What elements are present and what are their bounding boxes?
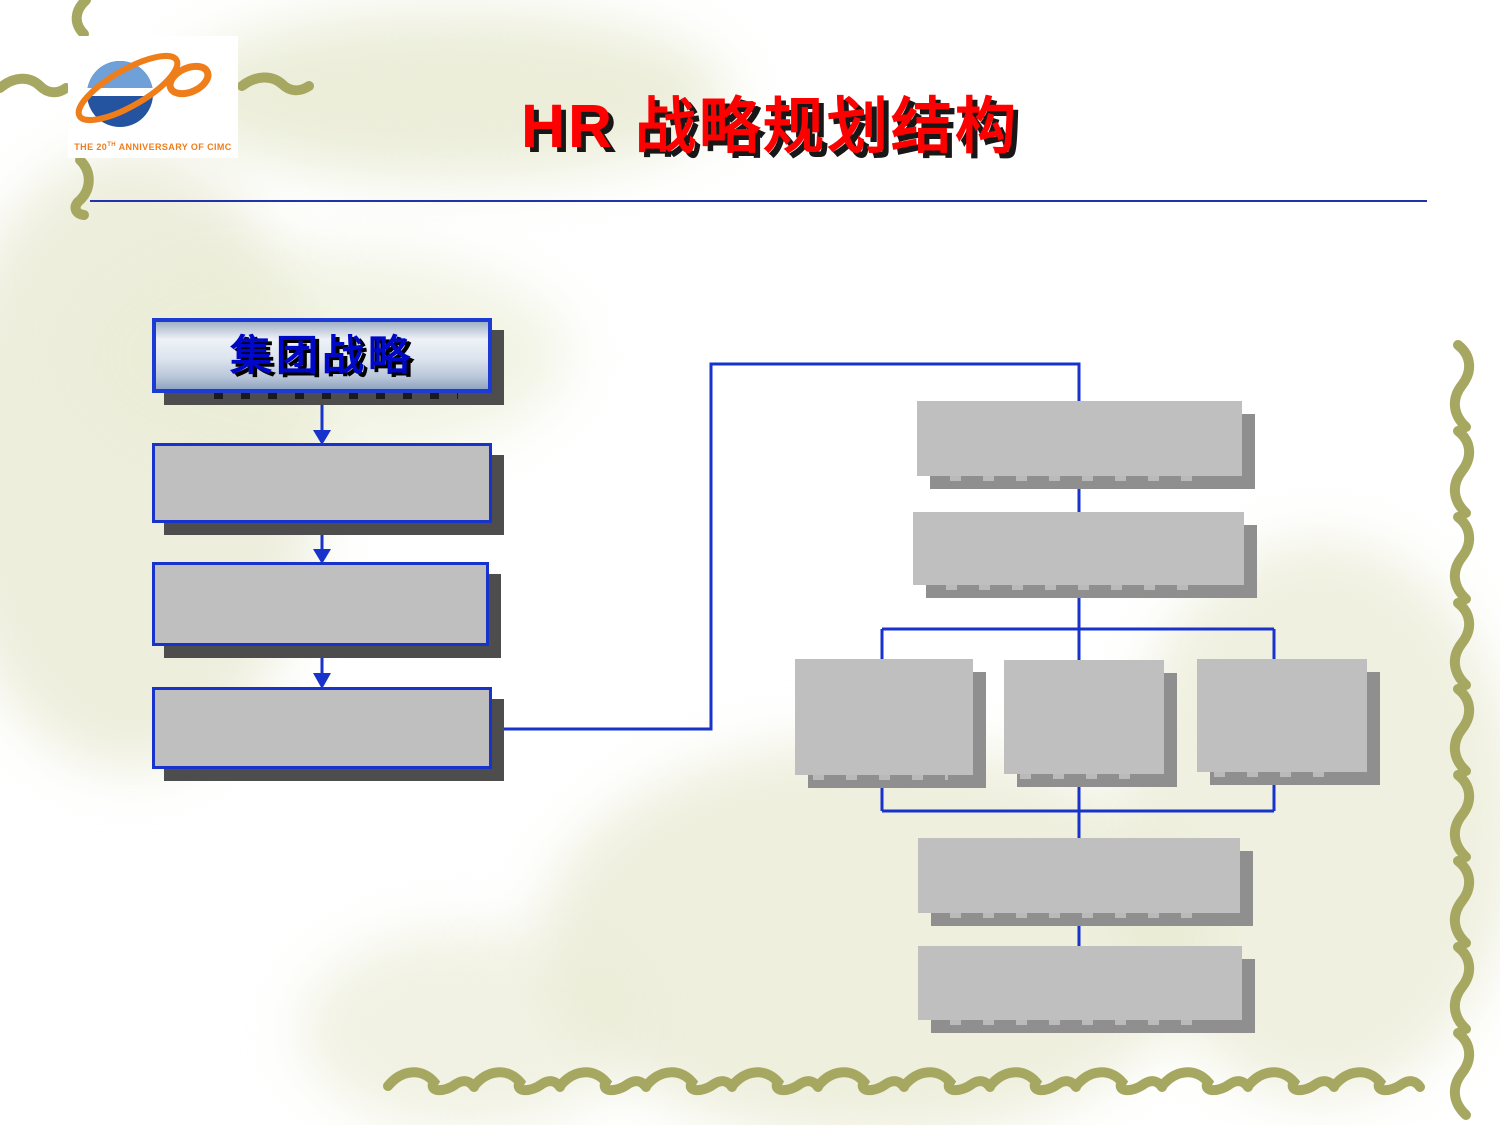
flow-box-bottom-2 (918, 946, 1242, 1025)
background-wash (300, 930, 630, 1125)
flow-box-right-1 (917, 401, 1242, 481)
group-strategy-label: 集团战略 (229, 331, 414, 379)
clipped-text-artifact (214, 393, 458, 399)
title-divider-line (90, 200, 1427, 202)
flow-box-right-2 (913, 512, 1244, 590)
background-wash (540, 740, 1200, 1125)
flow-box-left-2 (152, 443, 492, 523)
flow-box-bottom-1 (918, 838, 1240, 918)
flow-box-left-3 (152, 562, 489, 646)
flow-box-left-4 (152, 687, 492, 769)
cimc-anniversary-logo: THE 20TH ANNIVERSARY OF CIMC (68, 36, 238, 158)
flow-box-mid-2 (1004, 660, 1164, 779)
flow-box-group-strategy: 集团战略 (152, 318, 492, 393)
cimc-logo-globe-icon (75, 52, 212, 127)
flow-box-mid-1 (795, 659, 973, 780)
flow-box-mid-3 (1197, 659, 1367, 777)
slide-title: HR 战略规划结构 (520, 92, 1020, 160)
logo-caption: THE 20TH ANNIVERSARY OF CIMC (74, 142, 232, 152)
